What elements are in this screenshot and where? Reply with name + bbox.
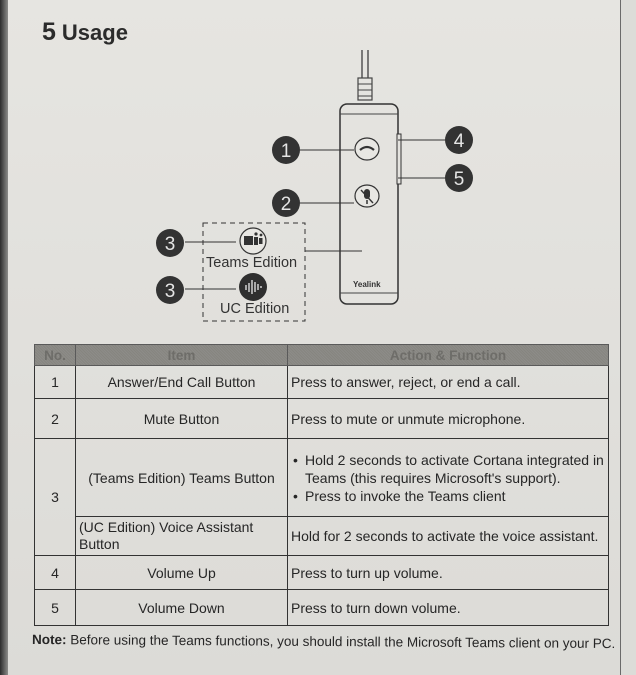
- answer-end-call-button[interactable]: [354, 137, 380, 161]
- callout-1: 1: [272, 136, 300, 164]
- voice-assistant-button-illustration: [239, 273, 267, 301]
- teams-button-illustration: [239, 227, 267, 255]
- row-item: Volume Down: [75, 589, 288, 626]
- row-action: Press to turn down volume.: [287, 589, 609, 626]
- table-header-row: No. Item Action & Function: [34, 344, 609, 366]
- header-item: Item: [75, 344, 288, 366]
- callout-number: 1: [281, 141, 292, 162]
- table-row: 4 Volume Up Press to turn up volume.: [34, 555, 609, 590]
- callout-number: 4: [454, 131, 465, 152]
- bullet-item: Press to invoke the Teams client: [293, 487, 605, 505]
- row-item: Mute Button: [75, 398, 288, 439]
- row-item: (Teams Edition) Teams Button: [75, 438, 288, 517]
- row-action: Hold for 2 seconds to activate the voice…: [287, 516, 609, 556]
- row-no: 4: [34, 555, 76, 590]
- uc-edition-label: UC Edition: [220, 301, 289, 317]
- callout-leaders: [185, 139, 445, 290]
- table-row: 2 Mute Button Press to mute or unmute mi…: [34, 398, 609, 439]
- mic-muted-icon: [360, 189, 374, 204]
- row-action: Press to answer, reject, or end a call.: [287, 365, 609, 399]
- row-no: 1: [34, 365, 76, 399]
- callout-number: 3: [165, 281, 176, 302]
- callout-2: 2: [272, 189, 300, 217]
- section-number: 5: [42, 18, 56, 46]
- row-action: Hold 2 seconds to activate Cortana integ…: [287, 438, 609, 517]
- mute-button[interactable]: [354, 184, 380, 208]
- row-no: 2: [34, 398, 76, 439]
- header-action: Action & Function: [287, 344, 609, 366]
- row-action: Press to turn up volume.: [287, 555, 609, 590]
- bullet-item: Hold 2 seconds to activate Cortana integ…: [293, 451, 605, 487]
- action-bullet-list: Hold 2 seconds to activate Cortana integ…: [291, 451, 605, 505]
- voice-waveform-icon: [245, 280, 262, 294]
- row-no: 3: [34, 438, 76, 556]
- callout-3-uc: 3: [156, 276, 184, 304]
- table-row: 5 Volume Down Press to turn down volume.: [34, 589, 609, 626]
- usage-table: No. Item Action & Function 1 Answer/End …: [34, 344, 609, 626]
- brand-logo: Yealink: [353, 280, 381, 289]
- note-label: Note:: [31, 631, 67, 648]
- callout-4: 4: [445, 126, 473, 154]
- callout-3-teams: 3: [156, 229, 184, 257]
- cable: [357, 50, 373, 101]
- row-item: Volume Up: [75, 555, 288, 590]
- row-item: (UC Edition) Voice Assistant Button: [75, 516, 288, 556]
- callout-5: 5: [445, 164, 473, 192]
- header-no: No.: [34, 344, 76, 366]
- row-item: Answer/End Call Button: [75, 365, 288, 399]
- headset-controller-diagram: Yealink Teams Edition: [156, 50, 473, 322]
- callout-number: 5: [454, 169, 465, 190]
- teams-logo-icon: [244, 232, 263, 245]
- next-page-edge: [620, 0, 636, 675]
- callout-number: 2: [281, 194, 292, 215]
- table-row: 3 (Teams Edition) Teams Button Hold 2 se…: [34, 438, 609, 556]
- row-no: 5: [34, 589, 76, 626]
- phone-hangup-icon: [359, 145, 375, 151]
- section-title-text: Usage: [61, 20, 128, 45]
- edition-variants-box: [202, 222, 306, 322]
- row-action: Press to mute or unmute microphone.: [287, 398, 609, 439]
- teams-edition-label: Teams Edition: [206, 255, 297, 271]
- table-row: (UC Edition) Voice Assistant Button Hold…: [35, 516, 609, 556]
- table-row: 1 Answer/End Call Button Press to answer…: [34, 365, 609, 399]
- callout-number: 3: [165, 234, 176, 255]
- page-left-shadow: [0, 0, 8, 675]
